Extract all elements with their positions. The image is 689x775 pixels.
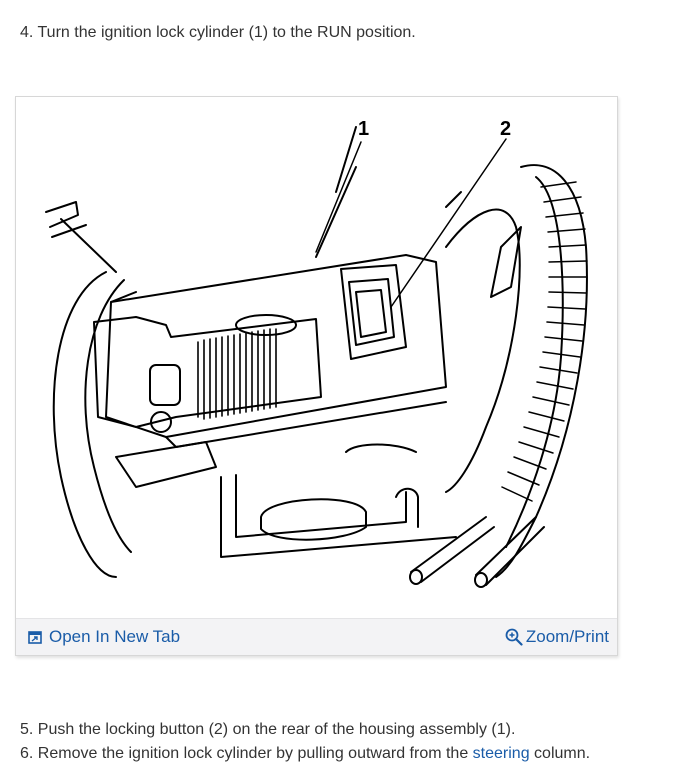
ignition-lock-cylinder-illustration: 1 2 (45, 118, 588, 588)
zoom-print-button[interactable]: Zoom/Print (505, 619, 609, 655)
open-new-tab-icon (28, 630, 42, 644)
illustration-figure: 1 2 Open In New Tab Zoom/Print (15, 96, 618, 656)
callout-1-label: 1 (358, 118, 369, 140)
open-in-new-tab-button[interactable]: Open In New Tab (28, 619, 180, 655)
step-6-text: 6. Remove the ignition lock cylinder by … (20, 744, 590, 764)
magnifier-plus-icon (505, 628, 523, 646)
open-in-new-tab-label: Open In New Tab (49, 627, 181, 646)
steering-link[interactable]: steering (472, 745, 530, 762)
zoom-print-label: Zoom/Print (525, 627, 609, 646)
figure-toolbar: Open In New Tab Zoom/Print (16, 618, 617, 655)
step-6-text-start: 6. Remove the ignition lock cylinder by … (20, 745, 473, 762)
step-6-text-end: column. (529, 745, 591, 762)
step-4-text: 4. Turn the ignition lock cylinder (1) t… (20, 24, 416, 41)
step-5-text: 5. Push the locking button (2) on the re… (20, 721, 516, 738)
callout-2-label: 2 (500, 118, 511, 140)
